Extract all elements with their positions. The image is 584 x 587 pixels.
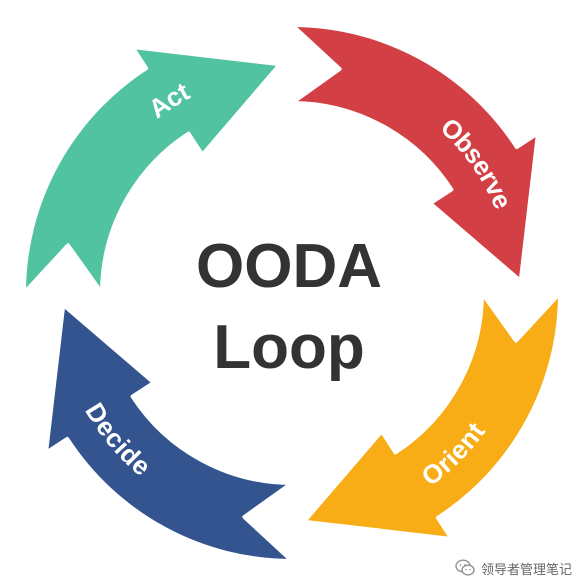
arrow-observe (290, 23, 540, 284)
center-title-line1: OODA (196, 232, 382, 301)
arrow-decide (44, 302, 294, 563)
center-title-line2: Loop (213, 313, 365, 382)
watermark-text: 领导者管理笔记 (480, 562, 572, 578)
wechat-icon (455, 559, 475, 576)
arrow-orient (301, 291, 562, 541)
arrow-act (22, 45, 283, 295)
cycle-arrows (22, 23, 562, 563)
watermark: 领导者管理笔记 (455, 557, 572, 579)
